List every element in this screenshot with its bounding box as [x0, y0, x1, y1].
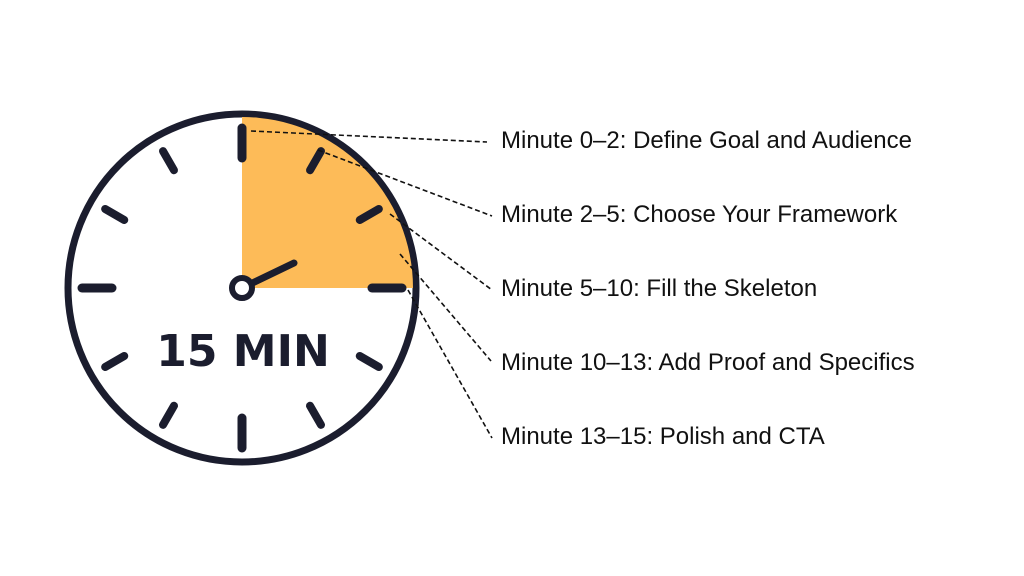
hour-ticks [77, 123, 407, 453]
hour-tick-5 [306, 401, 325, 429]
hour-tick-2 [355, 205, 383, 224]
step-label-13-15: Minute 13–15: Polish and CTA [501, 423, 825, 450]
step-label-0-2: Minute 0–2: Define Goal and Audience [501, 127, 912, 154]
clock-hand [229, 259, 298, 301]
hour-tick-11 [159, 147, 178, 175]
hour-tick-8 [101, 352, 129, 371]
hour-tick-7 [159, 401, 178, 429]
clock-label: 15 MIN [156, 326, 330, 377]
hour-tick-10 [101, 205, 129, 224]
step-label-10-13: Minute 10–13: Add Proof and Specifics [501, 349, 915, 376]
step-labels: Minute 0–2: Define Goal and Audience Min… [501, 127, 915, 450]
clock: 15 MIN [64, 110, 420, 466]
highlighted-quarter [242, 117, 413, 288]
leader-line-step-2-5 [317, 149, 493, 217]
leader-lines [250, 130, 493, 439]
hour-tick-4 [355, 352, 383, 371]
hand-pivot [229, 275, 255, 301]
hour-tick-1 [306, 147, 325, 175]
leader-line-step-0-2 [250, 130, 488, 143]
step-label-2-5: Minute 2–5: Choose Your Framework [501, 201, 898, 228]
step-label-5-10: Minute 5–10: Fill the Skeleton [501, 275, 817, 302]
leader-line-step-5-10 [389, 213, 493, 291]
leader-line-step-13-15 [407, 289, 493, 439]
